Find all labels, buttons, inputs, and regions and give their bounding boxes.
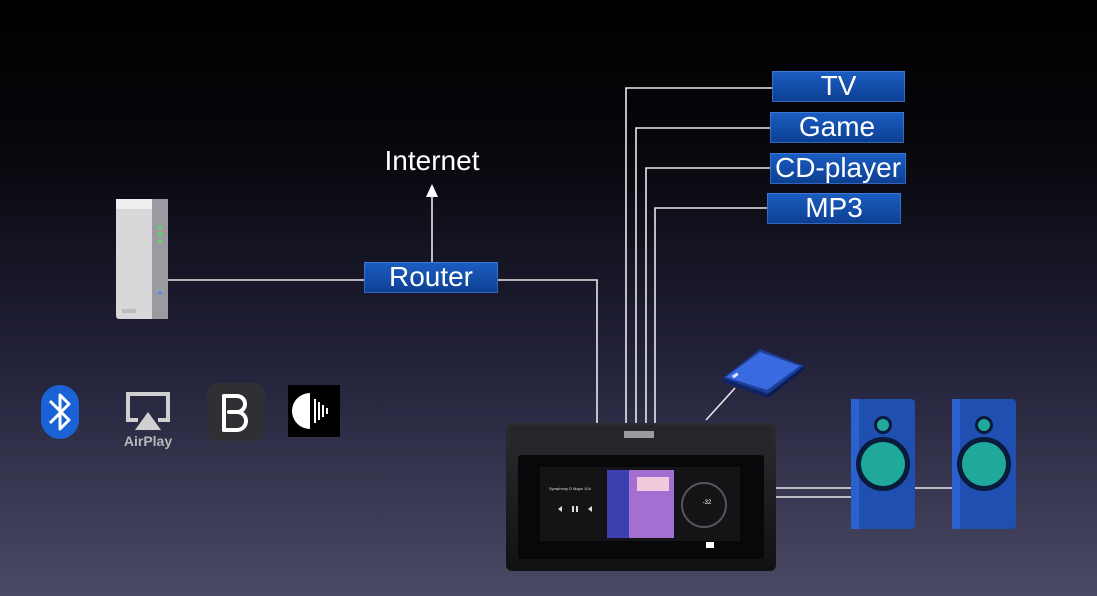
nas-drive-icon (116, 199, 168, 319)
music-streamer-device (506, 423, 776, 571)
airplay-icon (126, 392, 170, 430)
cd-player-box: CD-player (770, 153, 906, 184)
portable-hard-drive-icon (723, 349, 804, 398)
volume-readout: -32 (702, 500, 712, 506)
tv-box: TV (772, 71, 905, 102)
mp3-box: MP3 (767, 193, 901, 224)
left-speaker-icon (851, 399, 915, 529)
internet-label: Internet (384, 145, 480, 176)
now-playing-title: Symphony D Major 104 (549, 486, 591, 491)
bluetooth-icon (41, 385, 79, 439)
airplay-label: AirPlay (123, 433, 173, 449)
streaming-app-icon (288, 385, 340, 437)
right-speaker-icon (952, 399, 1016, 529)
game-box: Game (770, 112, 904, 143)
bluos-icon (207, 383, 265, 441)
router-box: Router (364, 262, 498, 293)
